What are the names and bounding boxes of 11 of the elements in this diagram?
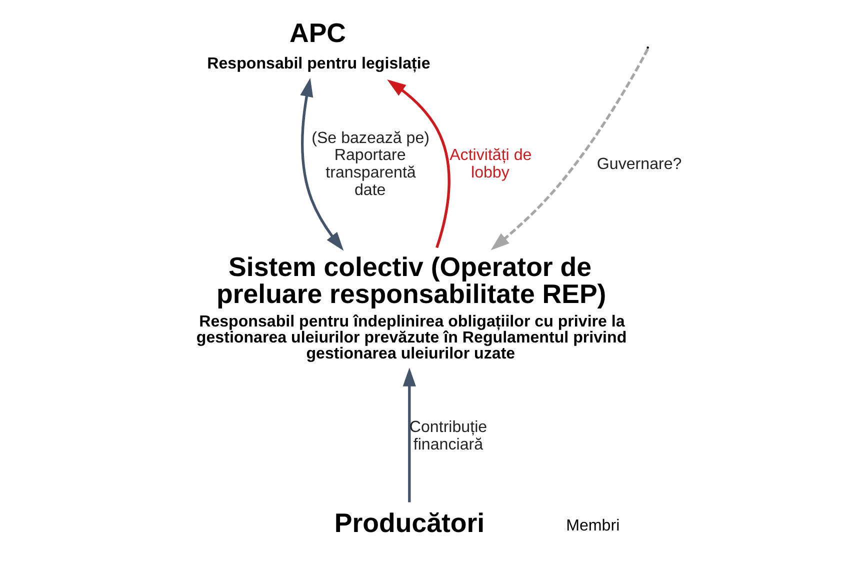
edge-label: Activități de lobby xyxy=(450,146,532,182)
arrow xyxy=(490,48,649,250)
node-text: Sistem colectiv (Operator de preluare responsabilitate REP) Responsabil pentru îndeplinirea obligațiilor cu privire la gestionarea uleiurilor prevăzute în Regulamentul privind gestionarea uleiurilor uzate xyxy=(196,252,627,362)
edge-label: (Se bazează pe) Raportare transparentă date xyxy=(312,128,430,200)
node-text: Producători xyxy=(334,508,485,538)
arrow xyxy=(387,80,450,248)
arrow xyxy=(402,368,416,502)
edge-label: Guvernare? xyxy=(596,154,682,173)
node-text: APC Responsabil pentru legislație xyxy=(207,18,430,72)
arrow xyxy=(300,78,344,251)
label: Membri xyxy=(566,516,620,535)
